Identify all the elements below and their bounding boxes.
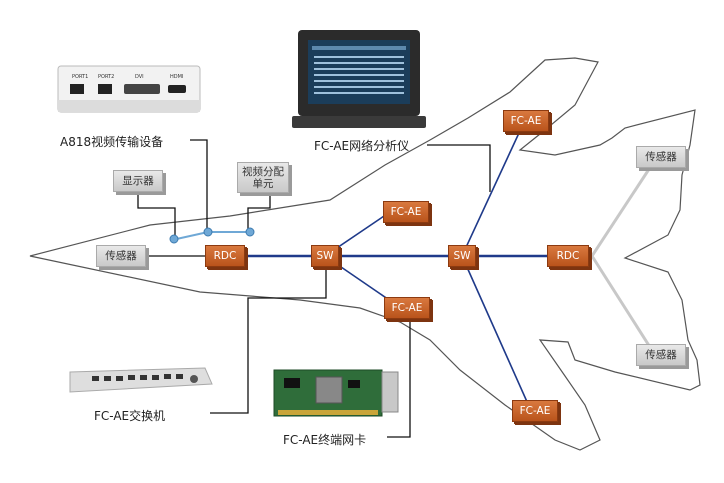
sensor-label: 传感器: [645, 349, 677, 361]
a818-port-label: PORT2: [98, 74, 114, 80]
bus-point: [169, 234, 179, 244]
fcae-label: FC-AE: [519, 405, 551, 417]
fcae-midbottom-node: FC-AE: [384, 297, 430, 319]
bus-point: [203, 227, 213, 237]
sensor-nose-node: 传感器: [96, 245, 146, 267]
a818-port-label: DVI: [135, 74, 144, 80]
switch-label: FC-AE交换机: [94, 409, 166, 423]
sw-rear-node: SW: [448, 245, 476, 267]
nic-label: FC-AE终端网卡: [283, 433, 367, 447]
rdc-rear-node: RDC: [547, 245, 589, 267]
fcae-label: FC-AE: [391, 302, 423, 314]
a818-port-label: HDMI: [170, 74, 183, 80]
video-split-label-1: 视频分配: [242, 165, 284, 178]
sensor-label: 传感器: [105, 250, 137, 262]
video-split-node: 视频分配 单元: [237, 162, 289, 193]
fcae-midtop-node: FC-AE: [383, 201, 429, 223]
fcae-label: FC-AE: [390, 206, 422, 218]
sw-front-node: SW: [311, 245, 339, 267]
aircraft-outline: [29, 57, 701, 451]
sensor-link-bottom: [590, 255, 657, 356]
rdc-label: RDC: [213, 250, 237, 262]
analyzer-label: FC-AE网络分析仪: [314, 139, 410, 153]
display-node-label: 显示器: [122, 175, 154, 187]
callout-nic: [387, 318, 411, 438]
sensor-bottom-node: 传感器: [636, 344, 686, 366]
link-sw2-fcae-top: [461, 119, 526, 257]
display-link: [137, 193, 176, 238]
nic-device-image: [273, 369, 399, 417]
a818-port-label: PORT1: [72, 74, 88, 80]
sw-label: SW: [453, 250, 471, 262]
sensor-link-top: [590, 159, 657, 257]
sensor-label: 传感器: [645, 151, 677, 163]
fcae-label: FC-AE: [510, 115, 542, 127]
analyzer-device-image: [292, 30, 426, 128]
switch-device-image: [69, 367, 213, 393]
a818-device-image: PORT1 PORT2 DVI HDMI: [57, 65, 201, 113]
link-sw2-fcae-bottom: [461, 255, 529, 405]
callout-analyzer: [427, 144, 491, 192]
bus-point: [245, 227, 255, 237]
video-unit-link: [247, 193, 271, 232]
display-node: 显示器: [113, 170, 163, 192]
sensor-top-node: 传感器: [636, 146, 686, 168]
rdc-label: RDC: [556, 250, 580, 262]
callout-switch: [210, 270, 327, 414]
rdc-front-node: RDC: [205, 245, 245, 267]
a818-label: A818视频传输设备: [60, 135, 164, 149]
callout-a818: [190, 139, 208, 232]
fcae-bottom-node: FC-AE: [512, 400, 558, 422]
sw-label: SW: [316, 250, 334, 262]
fcae-top-node: FC-AE: [503, 110, 549, 132]
video-split-label-2: 单元: [252, 177, 274, 190]
